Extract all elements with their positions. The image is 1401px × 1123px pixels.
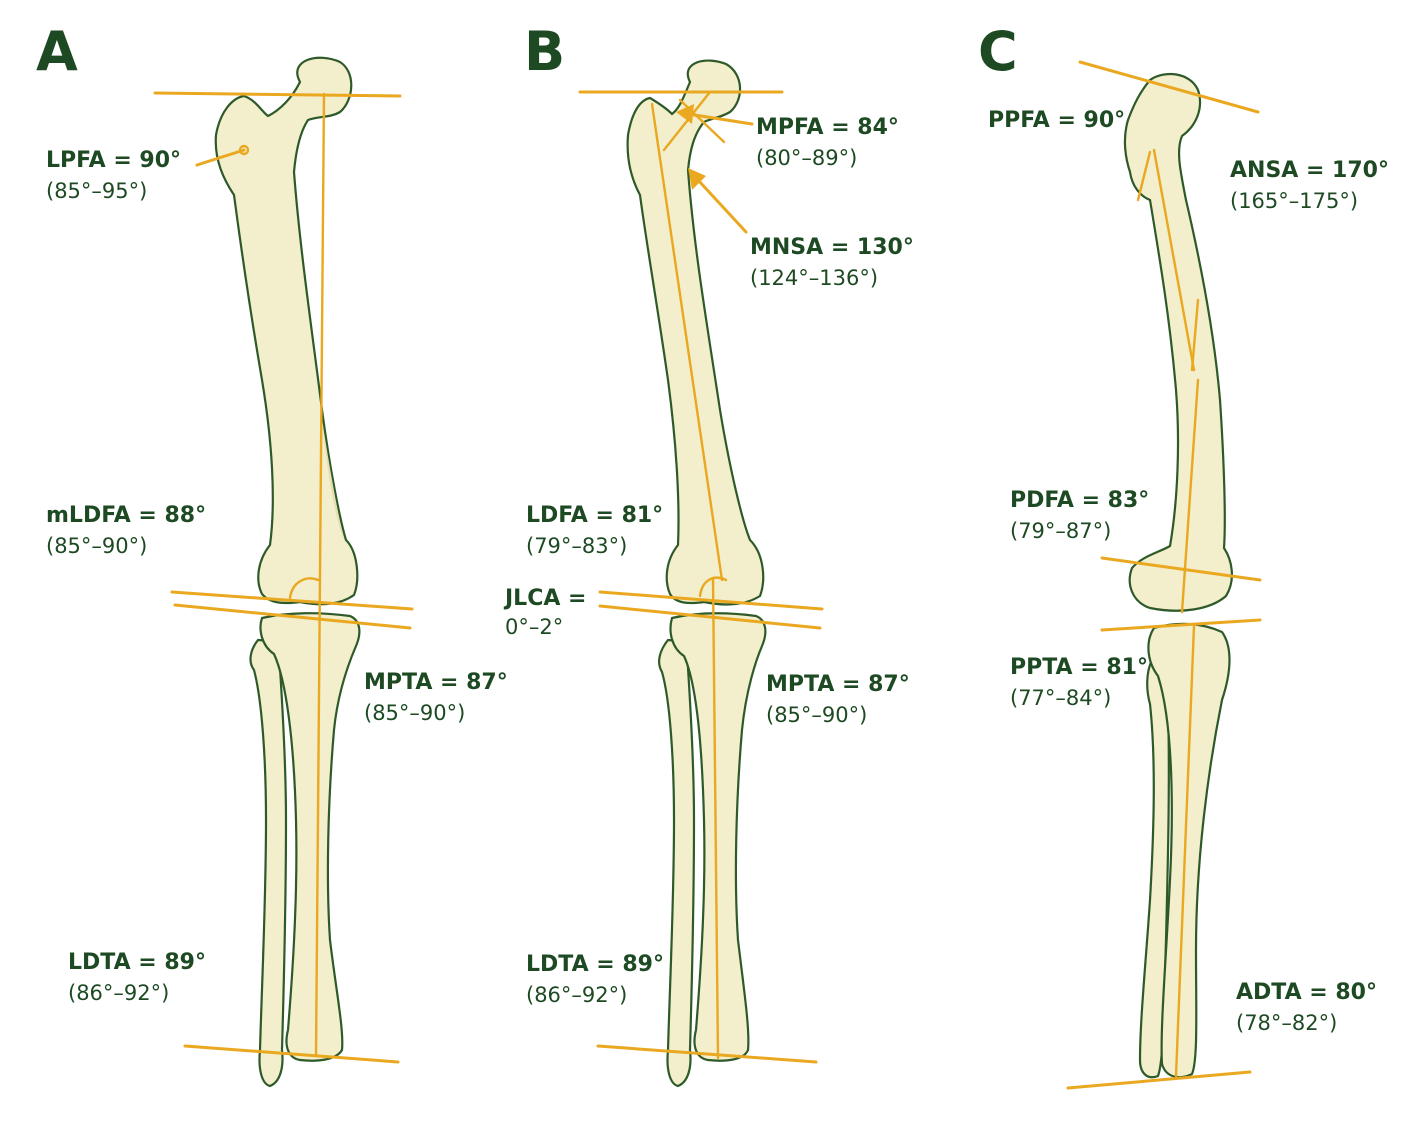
- label-ldta-b-name: LDTA = 89°: [526, 952, 664, 977]
- label-pdfa: PDFA = 83° (79°–87°): [1010, 488, 1149, 543]
- label-mpfa: MPFA = 84° (80°–89°): [756, 115, 899, 170]
- panel-a-bones: [153, 56, 414, 1088]
- label-mpta-a: MPTA = 87° (85°–90°): [364, 670, 508, 725]
- label-mnsa: MNSA = 130° (124°–136°): [750, 235, 914, 290]
- panel-c-fibula: [1138, 658, 1170, 1079]
- label-ppfa-name: PPFA = 90°: [988, 108, 1126, 133]
- label-lpfa-name: LPFA = 90°: [46, 148, 182, 173]
- panel-c-letter: C: [978, 20, 1018, 83]
- label-ldfa-name: LDFA = 81°: [526, 503, 664, 528]
- label-jlca: JLCA = 0°–2°: [505, 586, 586, 639]
- panel-c-tibia: [1147, 622, 1231, 1079]
- label-mpta-b-name: MPTA = 87°: [766, 672, 910, 697]
- label-jlca-name: JLCA =: [505, 586, 587, 611]
- label-ldta-b: LDTA = 89° (86°–92°): [526, 952, 664, 1007]
- label-pdfa-name: PDFA = 83°: [1010, 488, 1150, 513]
- label-pdfa-range: (79°–87°): [1010, 519, 1112, 544]
- label-ldta-b-range: (86°–92°): [526, 983, 628, 1008]
- label-ansa-range: (165°–175°): [1230, 189, 1359, 214]
- label-mpfa-name: MPFA = 84°: [756, 115, 899, 140]
- label-ppta-name: PPTA = 81°: [1010, 655, 1148, 680]
- label-jlca-range: 0°–2°: [505, 615, 564, 640]
- label-ppta-range: (77°–84°): [1010, 686, 1112, 711]
- panel-c-femur: [1123, 72, 1233, 612]
- label-mldfa: mLDFA = 88° (85°–90°): [46, 503, 206, 558]
- label-ppfa: PPFA = 90°: [988, 108, 1125, 139]
- label-lpfa-range: (85°–95°): [46, 179, 148, 204]
- label-ansa-name: ANSA = 170°: [1230, 158, 1389, 183]
- panel-a-fibula: [249, 638, 288, 1088]
- label-adta: ADTA = 80° (78°–82°): [1236, 980, 1377, 1035]
- label-ldfa: LDFA = 81° (79°–83°): [526, 503, 663, 558]
- panel-a-femur: [214, 56, 359, 606]
- panel-a-letter: A: [36, 20, 78, 83]
- label-mpta-b: MPTA = 87° (85°–90°): [766, 672, 910, 727]
- panel-a-tibia: [259, 612, 361, 1062]
- label-ansa: ANSA = 170° (165°–175°): [1230, 158, 1389, 213]
- label-mnsa-range: (124°–136°): [750, 266, 879, 291]
- panel-c-bones: [1066, 60, 1262, 1090]
- label-ppta: PPTA = 81° (77°–84°): [1010, 655, 1148, 710]
- label-ldta-a: LDTA = 89° (86°–92°): [68, 950, 206, 1005]
- panel-b-bones: [578, 59, 824, 1088]
- panel-b-fibula: [658, 638, 696, 1088]
- label-ldta-a-range: (86°–92°): [68, 981, 170, 1006]
- label-mpta-a-name: MPTA = 87°: [364, 670, 508, 695]
- label-mpta-b-range: (85°–90°): [766, 703, 868, 728]
- panel-b-tibia: [669, 612, 767, 1062]
- label-mpta-a-range: (85°–90°): [364, 701, 466, 726]
- label-mldfa-range: (85°–90°): [46, 534, 148, 559]
- label-adta-range: (78°–82°): [1236, 1011, 1338, 1036]
- label-mnsa-name: MNSA = 130°: [750, 235, 914, 260]
- label-ldfa-range: (79°–83°): [526, 534, 628, 559]
- label-adta-name: ADTA = 80°: [1236, 980, 1377, 1005]
- label-mldfa-name: mLDFA = 88°: [46, 503, 207, 528]
- label-mpfa-range: (80°–89°): [756, 146, 858, 171]
- panel-b-letter: B: [524, 20, 565, 83]
- label-ldta-a-name: LDTA = 89°: [68, 950, 206, 975]
- label-lpfa: LPFA = 90° (85°–95°): [46, 148, 181, 203]
